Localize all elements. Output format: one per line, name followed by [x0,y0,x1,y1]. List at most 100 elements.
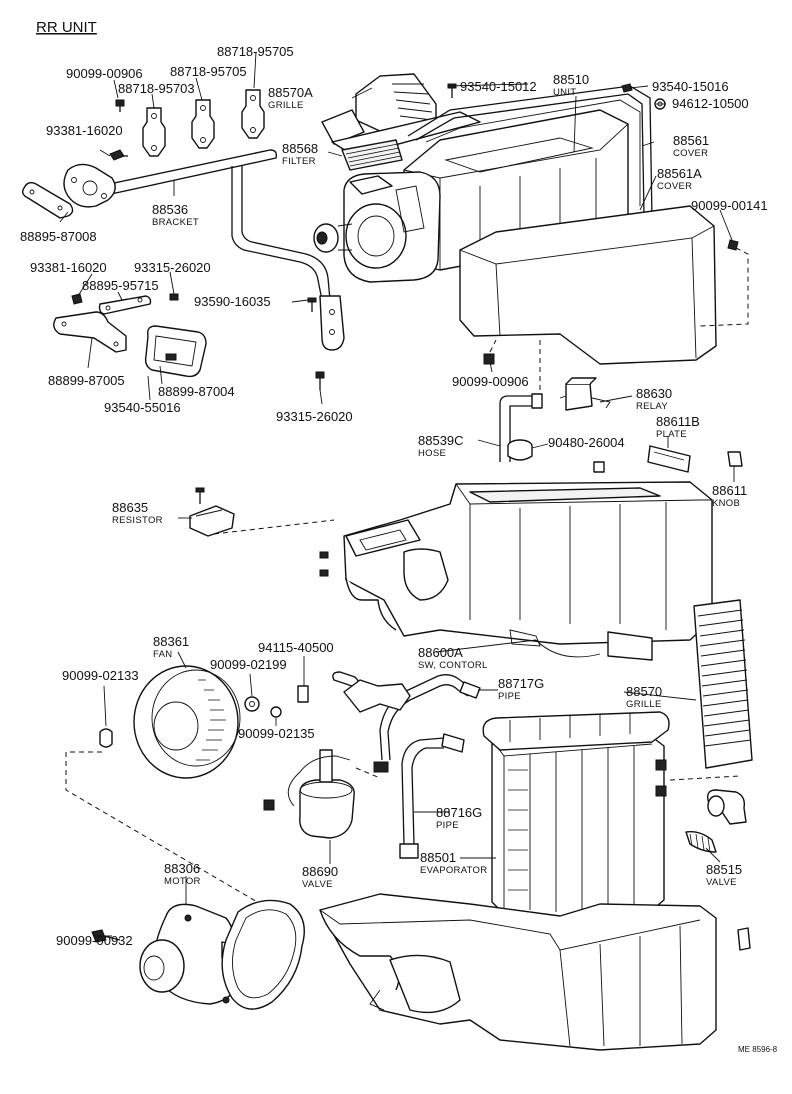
screw-90099-00141-drawing [727,239,739,251]
brackets-left-drawing [53,293,207,378]
screw-90099-00906-a-drawing [115,99,125,112]
part-number: 94115-40500 [258,640,334,655]
bracket-rod-drawing [231,166,345,351]
callout-90099-02199: 90099-02199 [210,657,287,672]
part-number: 90099-02135 [238,726,315,741]
part-name: COVER [673,148,708,159]
callout-90099-00932: 90099-00932 [56,933,133,948]
part-number: 88716G [436,805,482,820]
part-number: 90480-26004 [548,435,625,450]
part-name: VALVE [706,877,737,888]
knob-88611-drawing [727,451,743,467]
part-name: GRILLE [268,100,304,111]
blower-housing-upper-drawing [313,171,441,283]
motor-88306-drawing [139,899,305,1010]
grille-88570-drawing [693,599,753,769]
callout-93315-26020-b: 93315-26020 [276,409,353,424]
part-number: 93381-16020 [46,123,123,138]
callout-93315-26020-a: 93315-26020 [134,260,211,275]
part-number: 88306 [164,861,200,876]
clamp-88718-95703-drawing [142,107,166,157]
screw-90099-00906-b-drawing [483,353,495,365]
bolt-93315-26020-b-drawing [315,371,325,390]
bolt-93381-16020-a-drawing [109,149,128,161]
part-number: 88515 [706,862,742,877]
callout-93381-16020-b: 93381-16020 [30,260,107,275]
part-number: 93315-26020 [276,409,353,424]
part-number: 88635 [112,500,148,515]
part-number: 88570A [268,85,313,100]
callout-93540-15016: 93540-15016 [652,79,729,94]
middle-parts-drawing [189,377,743,537]
screw-93590-16035-drawing [307,297,317,312]
callout-90099-02135: 90099-02135 [238,726,315,741]
part-number: 93540-15016 [652,79,729,94]
reference-code: ME 8596-8 [738,1045,778,1054]
part-name: COVER [657,181,692,192]
part-name: FILTER [282,156,316,167]
lower-case-drawing [319,893,751,1051]
diagram-title: RR UNIT [36,19,97,36]
callout-90099-00906-b: 90099-00906 [452,374,529,389]
valve-88690-drawing [263,749,355,839]
plate-88611B-drawing [647,445,691,473]
relay-88630-drawing [559,377,611,411]
part-number: 88899-87005 [48,373,125,388]
part-name: PLATE [656,429,687,440]
callout-88718-95705-a: 88718-95705 [217,44,294,59]
leader-dash-evap [669,775,741,781]
part-number: 90099-02199 [210,657,287,672]
part-number: 88611B [656,414,700,429]
callout-93590-16035: 93590-16035 [194,294,271,309]
callout-88718-95703: 88718-95703 [118,81,195,96]
leader-dash-resistor [213,519,335,535]
callout-93540-55016: 93540-55016 [104,400,181,415]
callout-90099-00906-a: 90099-00906 [66,66,143,81]
part-number: 88561A [657,166,702,181]
part-number: 88510 [553,72,589,87]
callout-88718-95705-b: 88718-95705 [170,64,247,79]
callout-88899-87004: 88899-87004 [158,384,235,399]
resistor-88635-drawing [189,487,235,537]
pipe-88717G-drawing [332,671,481,779]
part-number: 88539C [418,433,464,448]
part-name: RESISTOR [112,515,163,526]
callout-90480-26004: 90480-26004 [548,435,625,450]
part-name: PIPE [498,691,521,702]
leader-dash-00906 [489,339,497,353]
part-name: MOTOR [164,876,201,887]
callout-88899-87005: 88899-87005 [48,373,125,388]
part-number: 88536 [152,202,188,217]
part-number: 90099-00141 [691,198,768,213]
cover-88561A-drawing [459,205,717,365]
callout-labels: 88718-95705 90099-00906 88718-95705 88718-9… [20,44,768,948]
part-number: 88690 [302,864,338,879]
upper-case-drawing [319,461,713,661]
part-number: 90099-02133 [62,668,139,683]
callout-90099-00141: 90099-00141 [691,198,768,213]
callout-93540-15012: 93540-15012 [460,79,537,94]
part-number: 88718-95705 [170,64,247,79]
part-number: 90099-00906 [452,374,529,389]
part-number: 93381-16020 [30,260,107,275]
part-name: PIPE [436,820,459,831]
part-number: 88501 [420,850,456,865]
valve-88515-drawing [685,789,747,853]
part-number: 94612-10500 [672,96,749,111]
part-number: 88717G [498,676,544,691]
part-name: RELAY [636,401,668,412]
